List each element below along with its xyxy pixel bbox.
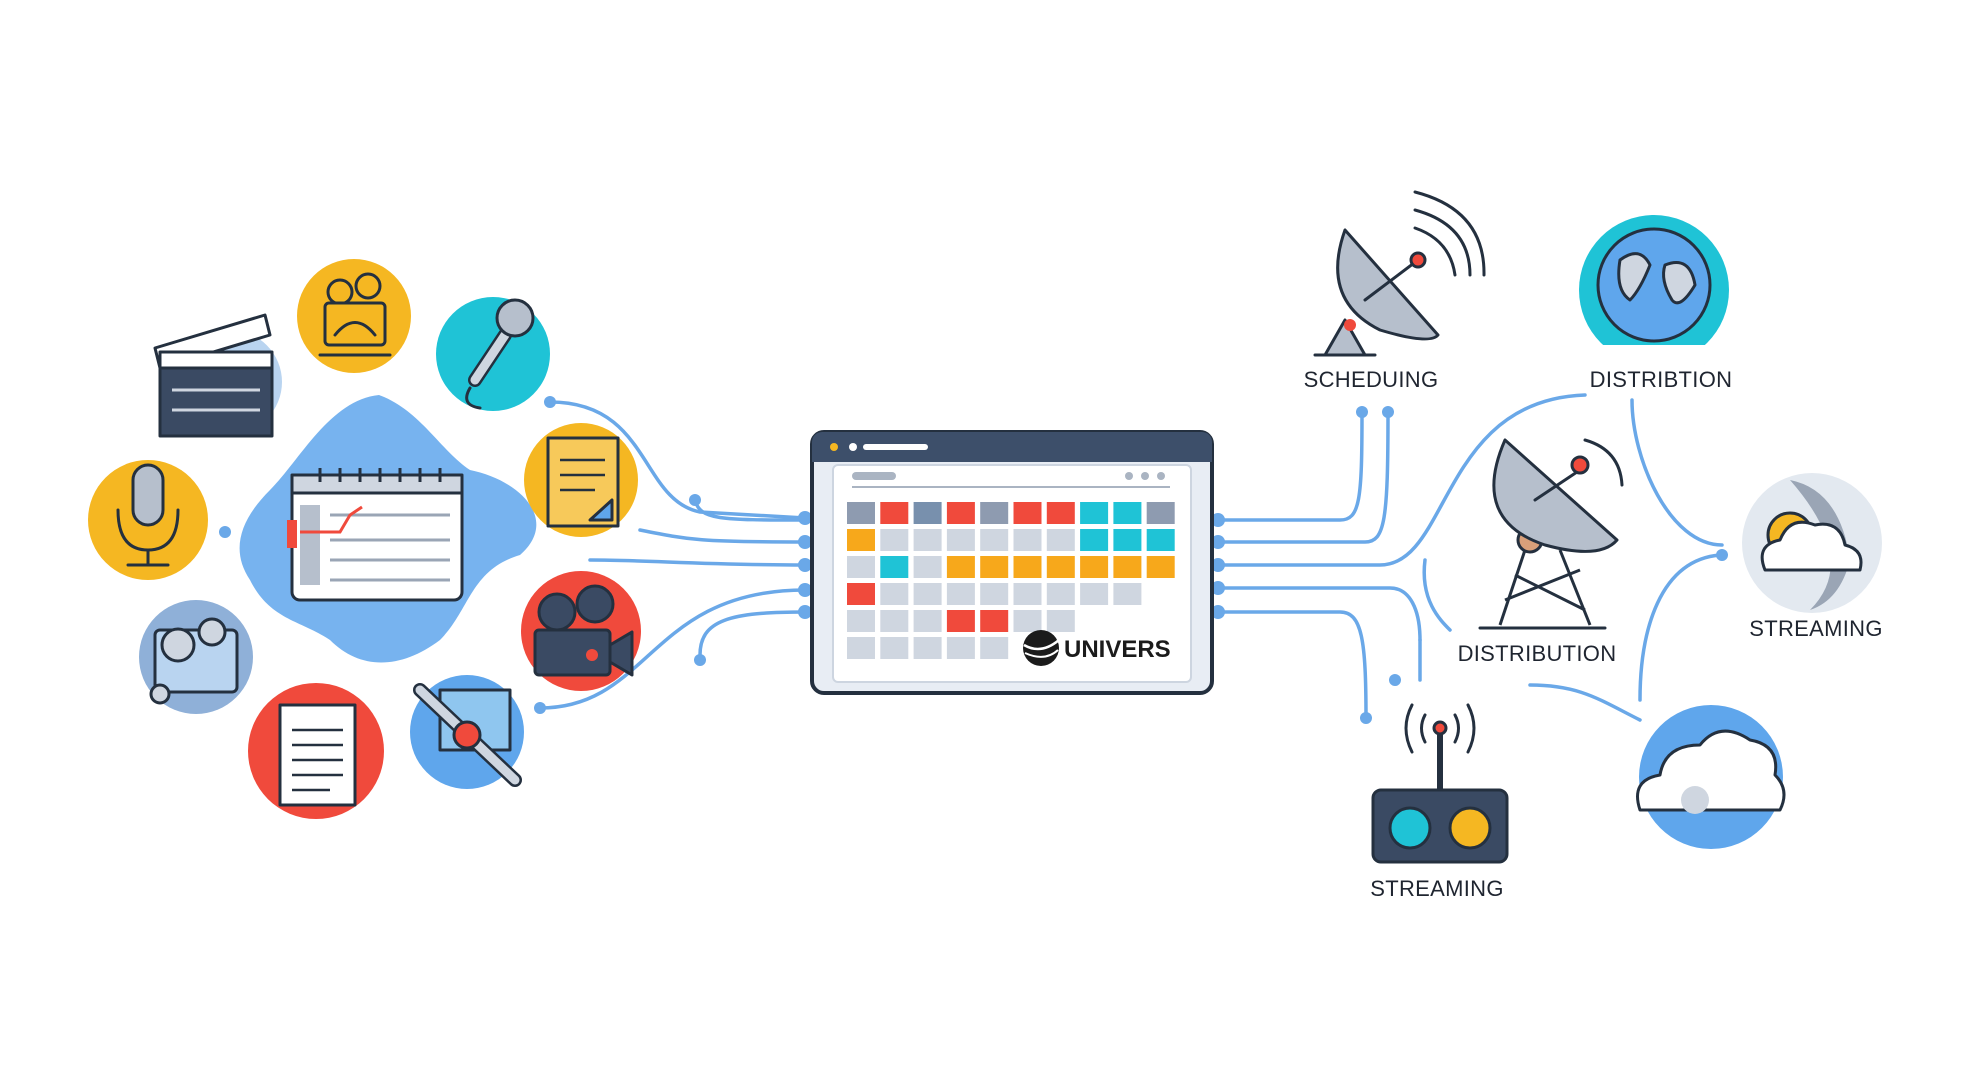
schedule-slot-gray[interactable] xyxy=(1046,610,1075,632)
schedule-slot-slate[interactable] xyxy=(980,502,1009,524)
microphone-yellow-icon xyxy=(88,460,208,580)
schedule-slot-red[interactable] xyxy=(1046,502,1075,524)
schedule-slot-gray[interactable] xyxy=(913,583,942,605)
window-dot-icon[interactable] xyxy=(830,443,838,451)
label-scheduling: SCHEDUING xyxy=(1304,367,1439,392)
schedule-slot-gray[interactable] xyxy=(1013,610,1042,632)
schedule-slot-orange[interactable] xyxy=(1146,556,1175,578)
connector-lines xyxy=(219,393,1728,724)
schedule-slot-gray[interactable] xyxy=(1013,529,1042,551)
schedule-slot-gray[interactable] xyxy=(913,637,942,659)
scheduling-app-window: UNIVERS xyxy=(810,430,1214,695)
satellite-dish-icon xyxy=(1313,190,1486,357)
schedule-slot-gray[interactable] xyxy=(1046,529,1075,551)
schedule-slot-gray[interactable] xyxy=(847,610,875,632)
radio-transmitter-icon xyxy=(1371,703,1509,864)
notepad-yellow-icon xyxy=(524,423,638,537)
logo-text: UNIVERS xyxy=(1064,636,1171,663)
schedule-slot-gray[interactable] xyxy=(980,583,1009,605)
schedule-slot-red[interactable] xyxy=(946,502,975,524)
schedule-slot-orange[interactable] xyxy=(1113,556,1142,578)
notepad-red-icon xyxy=(248,683,384,819)
schedule-slot-gray[interactable] xyxy=(913,529,942,551)
cloud-blue-icon xyxy=(1636,705,1786,849)
schedule-slot-teal[interactable] xyxy=(1113,529,1142,551)
label-distribution-globe: DISTRIBTION xyxy=(1590,367,1733,392)
schedule-slot-orange[interactable] xyxy=(1013,556,1042,578)
schedule-slot-gray[interactable] xyxy=(880,583,909,605)
calendar-hub xyxy=(239,395,537,663)
schedule-slot-teal[interactable] xyxy=(1080,502,1109,524)
label-distribution-tower: DISTRIBUTION xyxy=(1458,641,1617,666)
schedule-slot-gray[interactable] xyxy=(1046,583,1075,605)
film-projector-icon xyxy=(521,571,641,691)
connector-dots xyxy=(219,396,1728,724)
window-dot-icon[interactable] xyxy=(849,443,857,451)
schedule-slot-orange[interactable] xyxy=(1080,556,1109,578)
schedule-slot-gray[interactable] xyxy=(847,637,875,659)
radio-tower-dish-icon xyxy=(1478,438,1624,630)
schedule-slot-red[interactable] xyxy=(1013,502,1042,524)
schedule-slot-red[interactable] xyxy=(946,610,975,632)
schedule-slot-gray[interactable] xyxy=(1080,583,1109,605)
schedule-slot-orange[interactable] xyxy=(946,556,975,578)
schedule-slot-orange[interactable] xyxy=(847,529,875,551)
cloud-sun-icon xyxy=(1742,473,1882,613)
clapperboard-icon xyxy=(153,313,282,438)
schedule-slot-slate[interactable] xyxy=(847,502,875,524)
microphone-teal-icon xyxy=(436,297,550,411)
schedule-slot-teal[interactable] xyxy=(1113,502,1142,524)
label-streaming-radio: STREAMING xyxy=(1370,876,1504,901)
schedule-slot-gray[interactable] xyxy=(913,556,942,578)
schedule-slot-gray[interactable] xyxy=(1113,583,1142,605)
schedule-slot-gray[interactable] xyxy=(946,637,975,659)
movie-camera-icon xyxy=(297,259,411,373)
schedule-slot-gray[interactable] xyxy=(1013,583,1042,605)
satellite-signal-icon xyxy=(410,675,524,789)
globe-icon xyxy=(1579,215,1729,365)
schedule-slot-gray[interactable] xyxy=(880,637,909,659)
schedule-slot-steel[interactable] xyxy=(913,502,942,524)
schedule-slot-gray[interactable] xyxy=(980,529,1009,551)
schedule-slot-slate[interactable] xyxy=(1146,502,1175,524)
schedule-slot-gray[interactable] xyxy=(913,610,942,632)
schedule-slot-teal[interactable] xyxy=(1080,529,1109,551)
schedule-slot-red[interactable] xyxy=(980,610,1009,632)
schedule-slot-gray[interactable] xyxy=(980,637,1009,659)
univers-logo: UNIVERS xyxy=(1023,630,1171,666)
schedule-slot-teal[interactable] xyxy=(880,556,909,578)
schedule-slot-gray[interactable] xyxy=(847,556,875,578)
schedule-slot-red[interactable] xyxy=(847,583,875,605)
schedule-slot-red[interactable] xyxy=(880,502,909,524)
schedule-grid xyxy=(847,502,1175,659)
schedule-slot-gray[interactable] xyxy=(880,529,909,551)
label-streaming-cloud: STREAMING xyxy=(1749,616,1883,641)
schedule-slot-gray[interactable] xyxy=(946,529,975,551)
schedule-slot-gray[interactable] xyxy=(880,610,909,632)
video-projector-icon xyxy=(139,600,253,714)
schedule-slot-orange[interactable] xyxy=(1046,556,1075,578)
schedule-slot-gray[interactable] xyxy=(946,583,975,605)
schedule-slot-orange[interactable] xyxy=(980,556,1009,578)
schedule-slot-teal[interactable] xyxy=(1146,529,1175,551)
